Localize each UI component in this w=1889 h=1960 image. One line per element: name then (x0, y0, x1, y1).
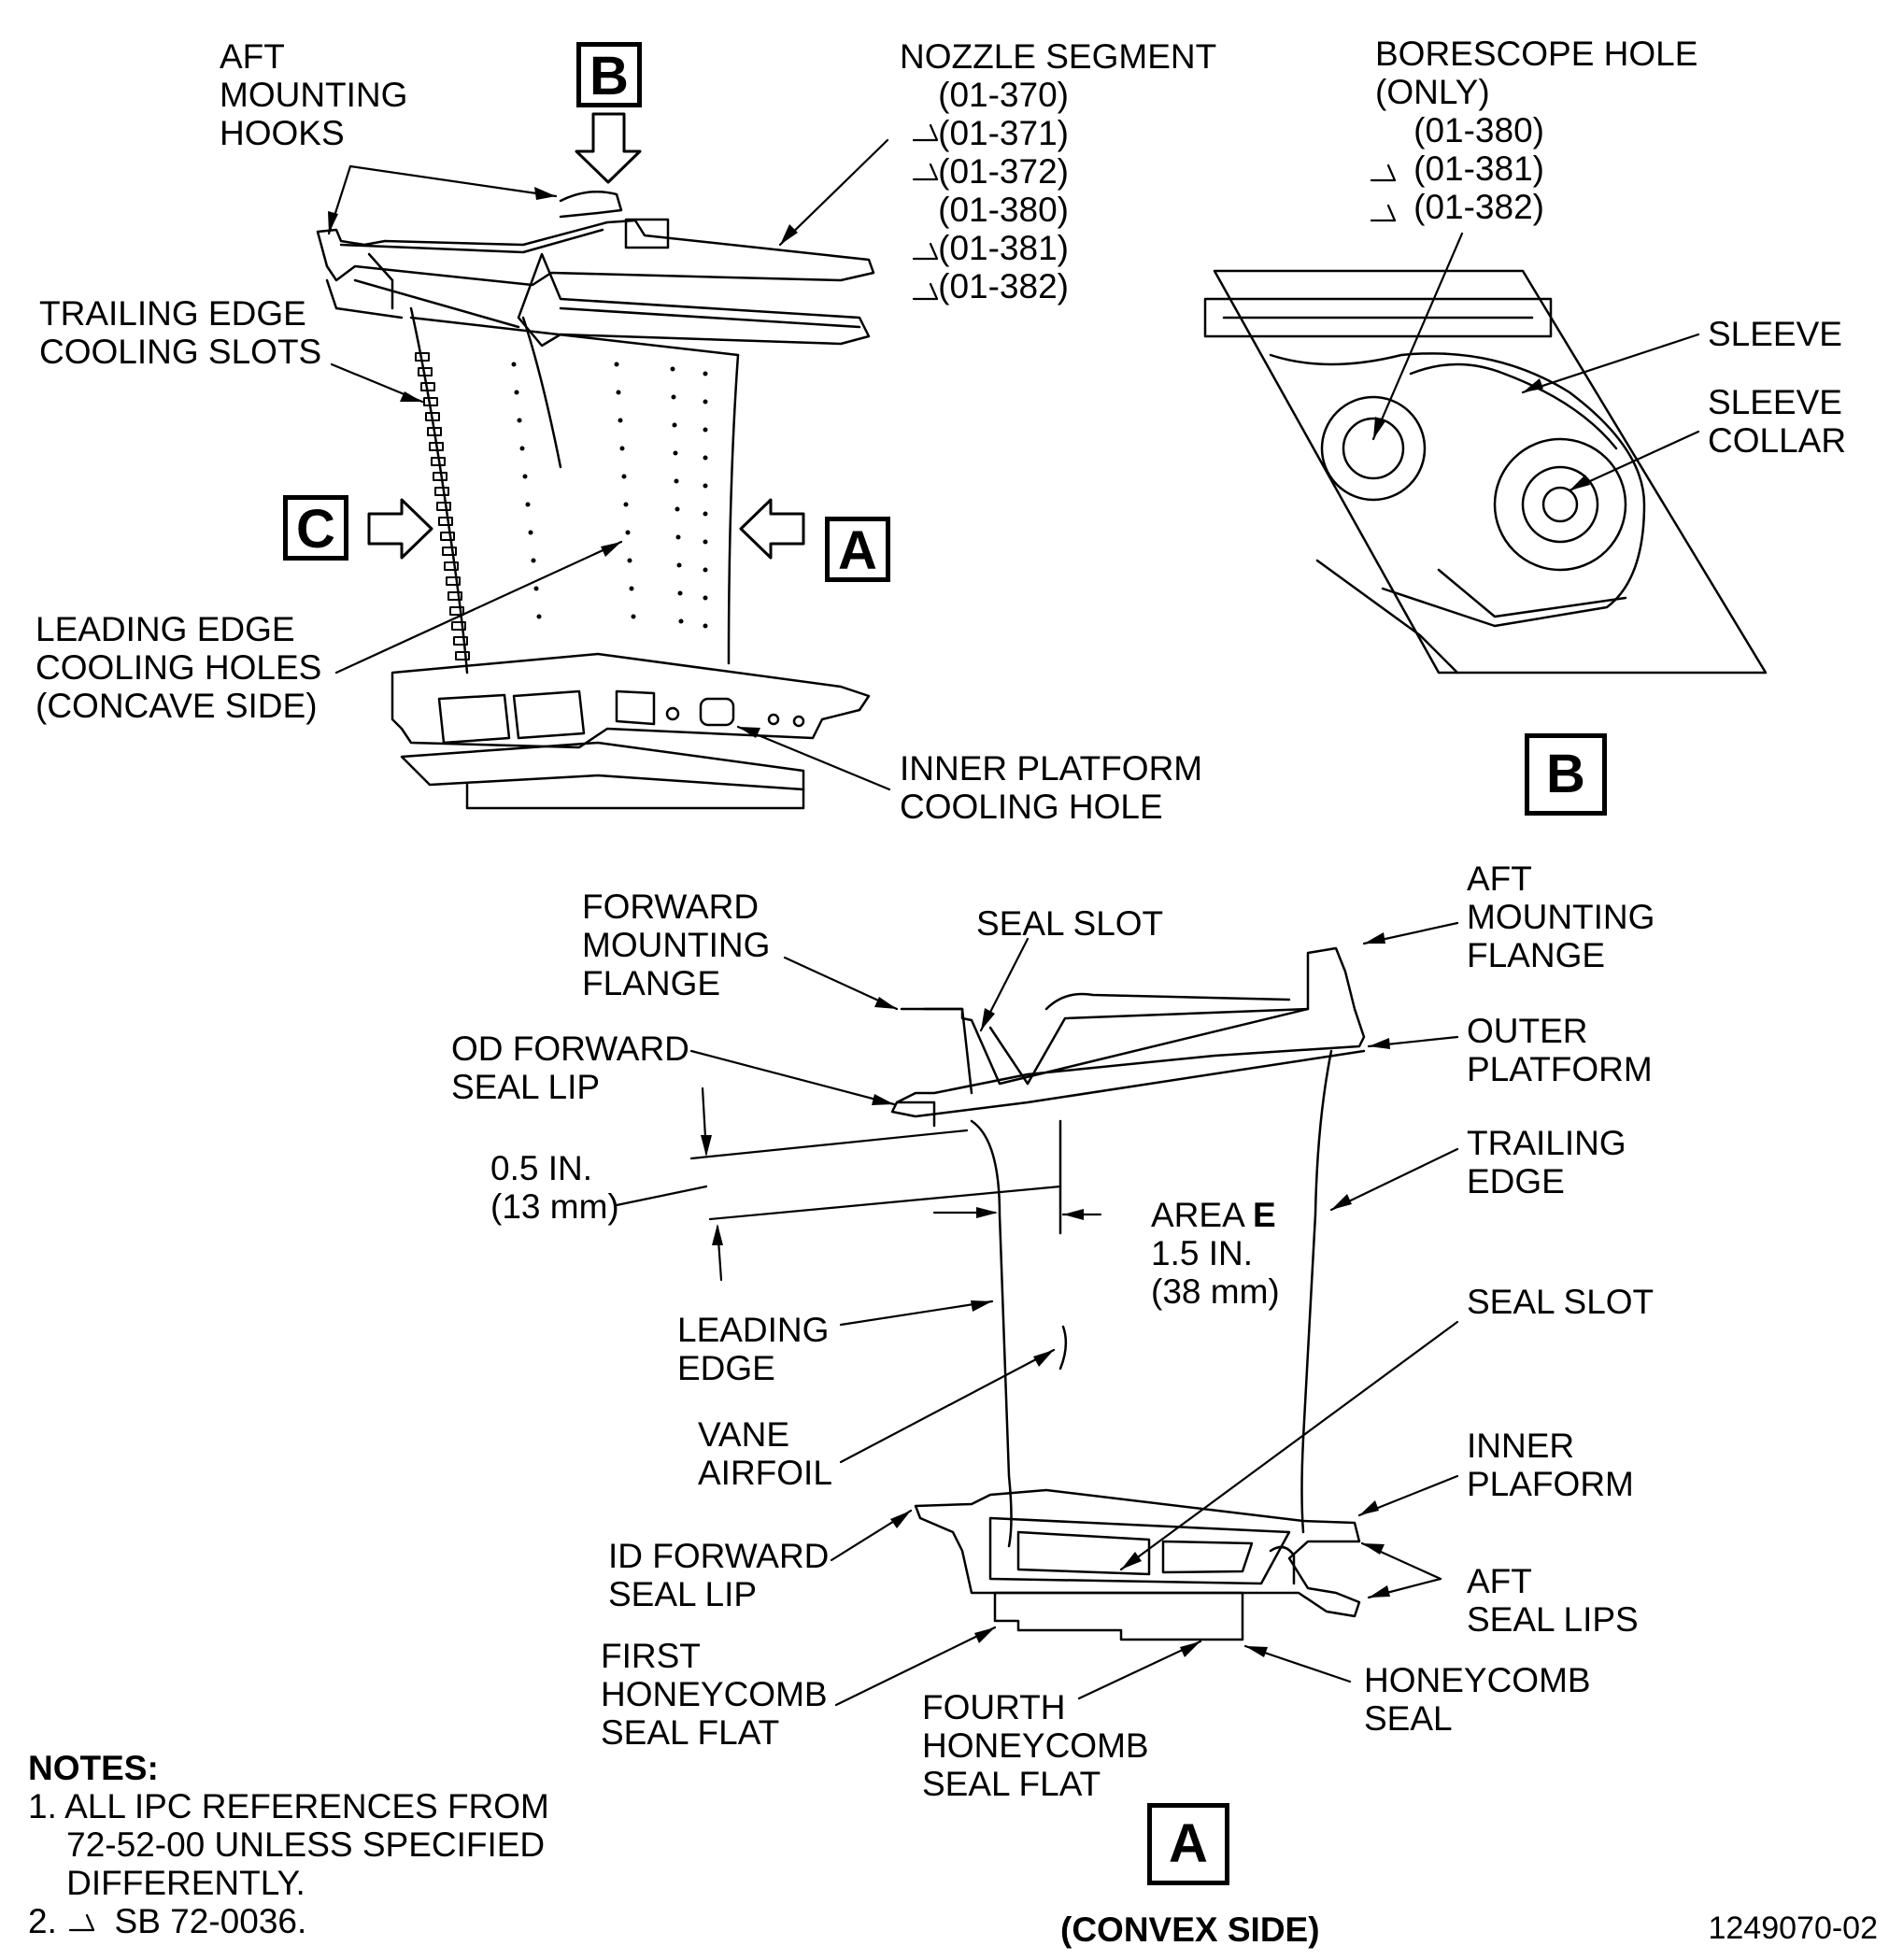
view-title-a: A (1147, 1803, 1229, 1885)
label-first-honeycomb-seal-flat: FIRST HONEYCOMB SEAL FLAT (601, 1637, 828, 1752)
label-area-e-dims: 1.5 IN. (38 mm) (1151, 1234, 1280, 1311)
figure-number: 1249070-02 (1708, 1910, 1878, 1946)
label-inner-platform-cooling-hole: INNER PLATFORM COOLING HOLE (900, 749, 1203, 826)
note-2: SB 72-0036. (105, 1902, 307, 1940)
arrow-down-b (575, 112, 642, 184)
view-marker-a-top: A (825, 517, 890, 582)
label-sleeve-collar: SLEEVE COLLAR (1708, 383, 1847, 460)
trailing-edge-cooling-slots (415, 352, 470, 660)
label-aft-mounting-hooks: AFT MOUNTING HOOKS (220, 37, 408, 152)
note-1: 1. ALL IPC REFERENCES FROM 72-52-00 UNLE… (28, 1787, 549, 1902)
label-area-e: AREA E (1151, 1196, 1276, 1234)
label-aft-mounting-flange: AFT MOUNTING FLANGE (1467, 859, 1655, 974)
label-leading-edge: LEADING EDGE (677, 1311, 830, 1387)
label-seal-slot-top: SEAL SLOT (976, 904, 1164, 943)
label-borescope-hole: BORESCOPE HOLE (ONLY) (01-380) (01-381) … (1375, 35, 1698, 226)
label-leading-edge-cooling-holes: LEADING EDGE COOLING HOLES (CONCAVE SIDE… (36, 610, 322, 725)
label-fourth-honeycomb-seal-flat: FOURTH HONEYCOMB SEAL FLAT (922, 1688, 1149, 1803)
label-nozzle-segment: NOZZLE SEGMENT (01-370) (01-371) (01-372… (900, 37, 1217, 305)
arrow-left-a (739, 498, 805, 560)
label-honeycomb-seal: HONEYCOMB SEAL (1364, 1661, 1591, 1738)
view-marker-b-top: B (576, 42, 642, 107)
view-arrows (367, 112, 805, 560)
label-forward-mounting-flange: FORWARD MOUNTING FLANGE (582, 888, 771, 1002)
leader-lines (327, 138, 1700, 1707)
label-inner-plaform: INNER PLAFORM (1467, 1427, 1634, 1503)
label-id-forward-seal-lip: ID FORWARD SEAL LIP (608, 1537, 830, 1613)
label-sleeve: SLEEVE (1708, 315, 1842, 353)
nozzle-segment-iso-view (316, 190, 875, 810)
view-a-drawing (890, 946, 1366, 1641)
view-marker-c: C (283, 495, 348, 561)
notes-title: NOTES: (28, 1749, 159, 1787)
leading-edge-cooling-holes (511, 362, 708, 629)
label-trailing-edge-cooling-slots: TRAILING EDGE COOLING SLOTS (39, 294, 322, 371)
notes-block: NOTES: 1. ALL IPC REFERENCES FROM 72-52-… (28, 1749, 549, 1940)
label-od-forward-seal-lip: OD FORWARD SEAL LIP (451, 1030, 689, 1106)
sb-markers (68, 123, 1397, 1932)
label-seal-slot-bottom: SEAL SLOT (1467, 1283, 1655, 1321)
label-aft-seal-lips: AFT SEAL LIPS (1467, 1562, 1639, 1639)
label-dim-0-5-in: 0.5 IN. (13 mm) (490, 1149, 619, 1226)
arrow-right-c (367, 498, 433, 560)
label-outer-platform: OUTER PLATFORM (1467, 1012, 1653, 1088)
label-vane-airfoil: VANE AIRFOIL (698, 1415, 832, 1492)
view-b-drawing (1203, 269, 1768, 675)
view-title-b: B (1525, 733, 1607, 816)
label-trailing-edge: TRAILING EDGE (1467, 1124, 1626, 1200)
label-convex-side: (CONVEX SIDE) (1060, 1910, 1320, 1949)
note-2-prefix: 2. (28, 1902, 67, 1940)
